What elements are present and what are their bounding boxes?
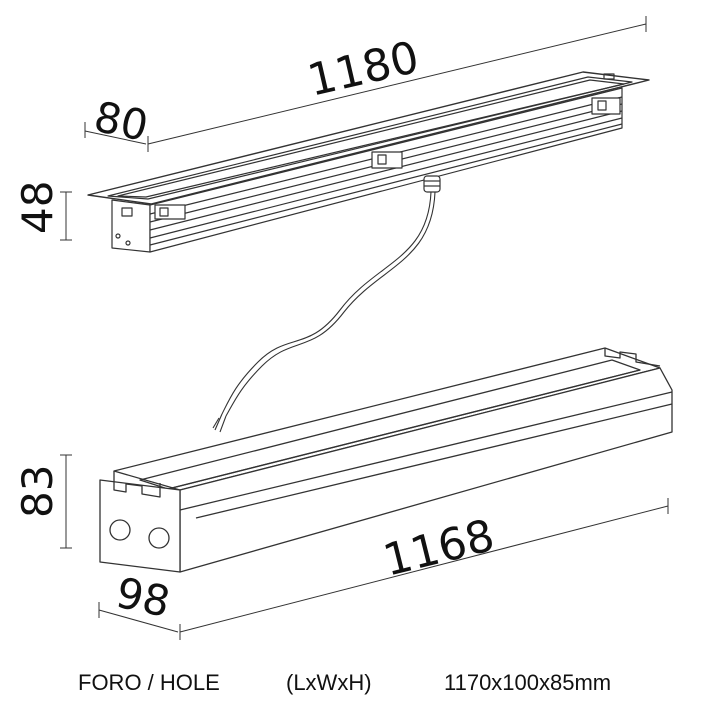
fixture-frame (87, 71, 650, 205)
dimension-lines (60, 16, 669, 640)
hole-label: FORO / HOLE (78, 670, 220, 695)
fixture-lens (117, 79, 625, 198)
recessed-housing (99, 347, 673, 573)
dimension-fixture-width: 80 (90, 92, 152, 151)
hole-size-value: 1170x100x85mm (444, 670, 612, 695)
cable-gland (423, 175, 441, 193)
dimension-housing-length: 1168 (378, 510, 499, 587)
dimension-housing-height: 83 (13, 465, 62, 518)
knockout-hole (109, 519, 131, 541)
dimension-fixture-length: 1180 (303, 32, 424, 107)
dimension-fixture-height: 48 (13, 181, 62, 234)
luminaire-fixture (87, 71, 650, 253)
power-cable (212, 191, 436, 433)
knockout-hole (148, 527, 170, 549)
dimension-housing-width: 98 (112, 568, 174, 627)
housing-end (99, 479, 181, 573)
clip (371, 151, 403, 169)
format-label: (LxWxH) (286, 670, 372, 695)
